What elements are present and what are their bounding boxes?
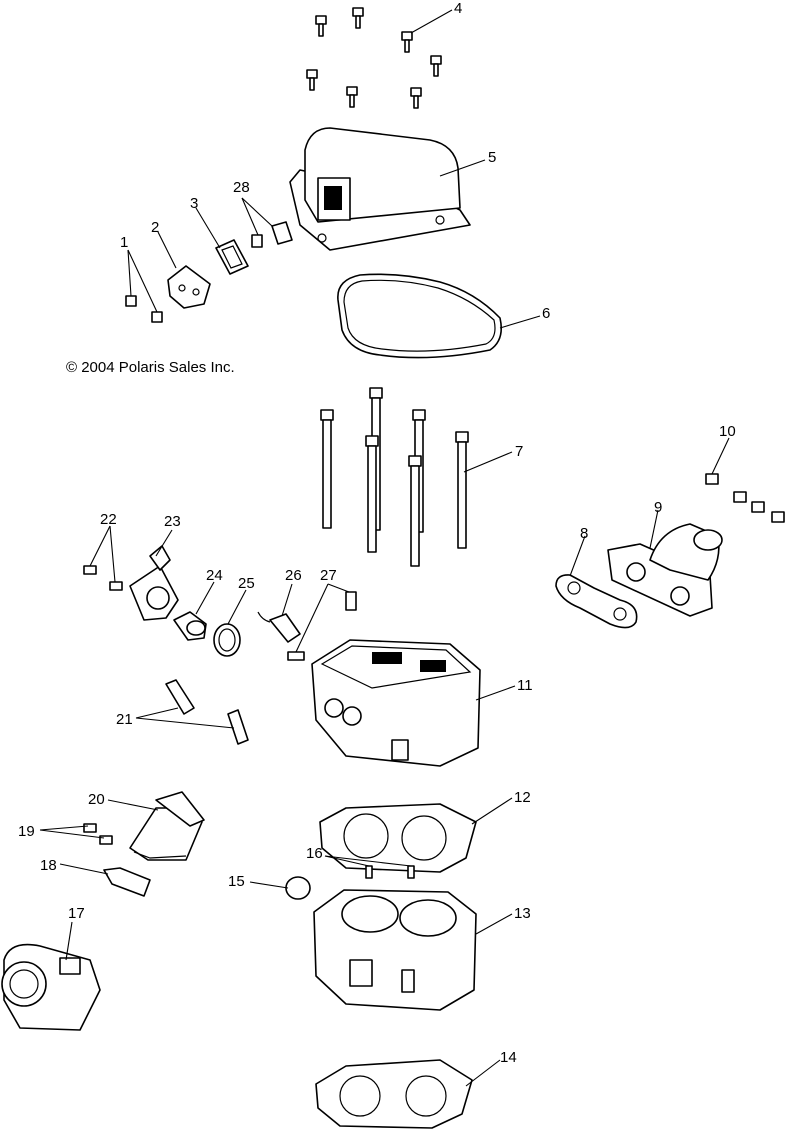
cover-bolts	[306, 7, 442, 109]
callout-22: 22	[100, 511, 117, 528]
callout-labels: 4 5 28 3 2 1 6 7 10 9 8 22 23 24 25 26 2…	[18, 0, 736, 1066]
callout-24: 24	[206, 567, 223, 584]
cover-plate	[251, 221, 293, 248]
callout-3: 3	[190, 195, 198, 212]
callout-21: 21	[116, 711, 133, 728]
callout-17: 17	[68, 905, 85, 922]
exhaust-gasket	[555, 574, 638, 629]
thermostat-bolts	[83, 565, 123, 591]
callout-20: 20	[88, 791, 105, 808]
callout-15: 15	[228, 873, 245, 890]
head-gasket	[319, 803, 477, 873]
callout-16: 16	[306, 845, 323, 862]
cylinder-head	[311, 639, 481, 767]
callout-9: 9	[654, 499, 662, 516]
head-bolts	[320, 387, 469, 567]
breather-bolts	[125, 295, 163, 323]
callout-28: 28	[233, 179, 250, 196]
thermostat-housing	[129, 545, 179, 621]
spark-plugs	[165, 679, 249, 745]
exhaust-manifold	[607, 523, 723, 617]
breather-gasket	[215, 239, 249, 275]
throttle-body	[1, 943, 101, 1031]
manifold-bolts	[705, 473, 785, 523]
callout-12: 12	[514, 789, 531, 806]
callout-14: 14	[500, 1049, 517, 1066]
callout-11: 11	[517, 677, 533, 694]
callout-25: 25	[238, 575, 255, 592]
breather-cover	[167, 265, 211, 309]
thermostat-seal	[213, 623, 241, 657]
temperature-sensor	[257, 611, 301, 643]
cylinder-plug	[285, 876, 311, 900]
callout-26: 26	[285, 567, 302, 584]
callout-13: 13	[514, 905, 531, 922]
cylinder	[313, 889, 477, 1011]
callout-18: 18	[40, 857, 57, 874]
valve-cover-gasket	[337, 273, 503, 359]
thermostat	[173, 611, 207, 641]
callout-6: 6	[542, 305, 550, 322]
callout-1: 1	[120, 234, 128, 251]
callout-5: 5	[488, 149, 496, 166]
callout-8: 8	[580, 525, 588, 542]
callout-4: 4	[454, 0, 462, 17]
callout-23: 23	[164, 513, 181, 530]
callout-27: 27	[320, 567, 337, 584]
callout-10: 10	[719, 423, 736, 440]
intake-bolts	[83, 823, 113, 845]
callout-19: 19	[18, 823, 35, 840]
copyright-notice: © 2004 Polaris Sales Inc.	[66, 359, 235, 376]
callout-2: 2	[151, 219, 159, 236]
base-gasket	[315, 1059, 473, 1129]
valve-cover	[289, 127, 471, 251]
callout-7: 7	[515, 443, 523, 460]
intake-boot	[129, 791, 205, 861]
leader-lines	[39, 9, 730, 1087]
intake-clamp	[103, 867, 151, 897]
